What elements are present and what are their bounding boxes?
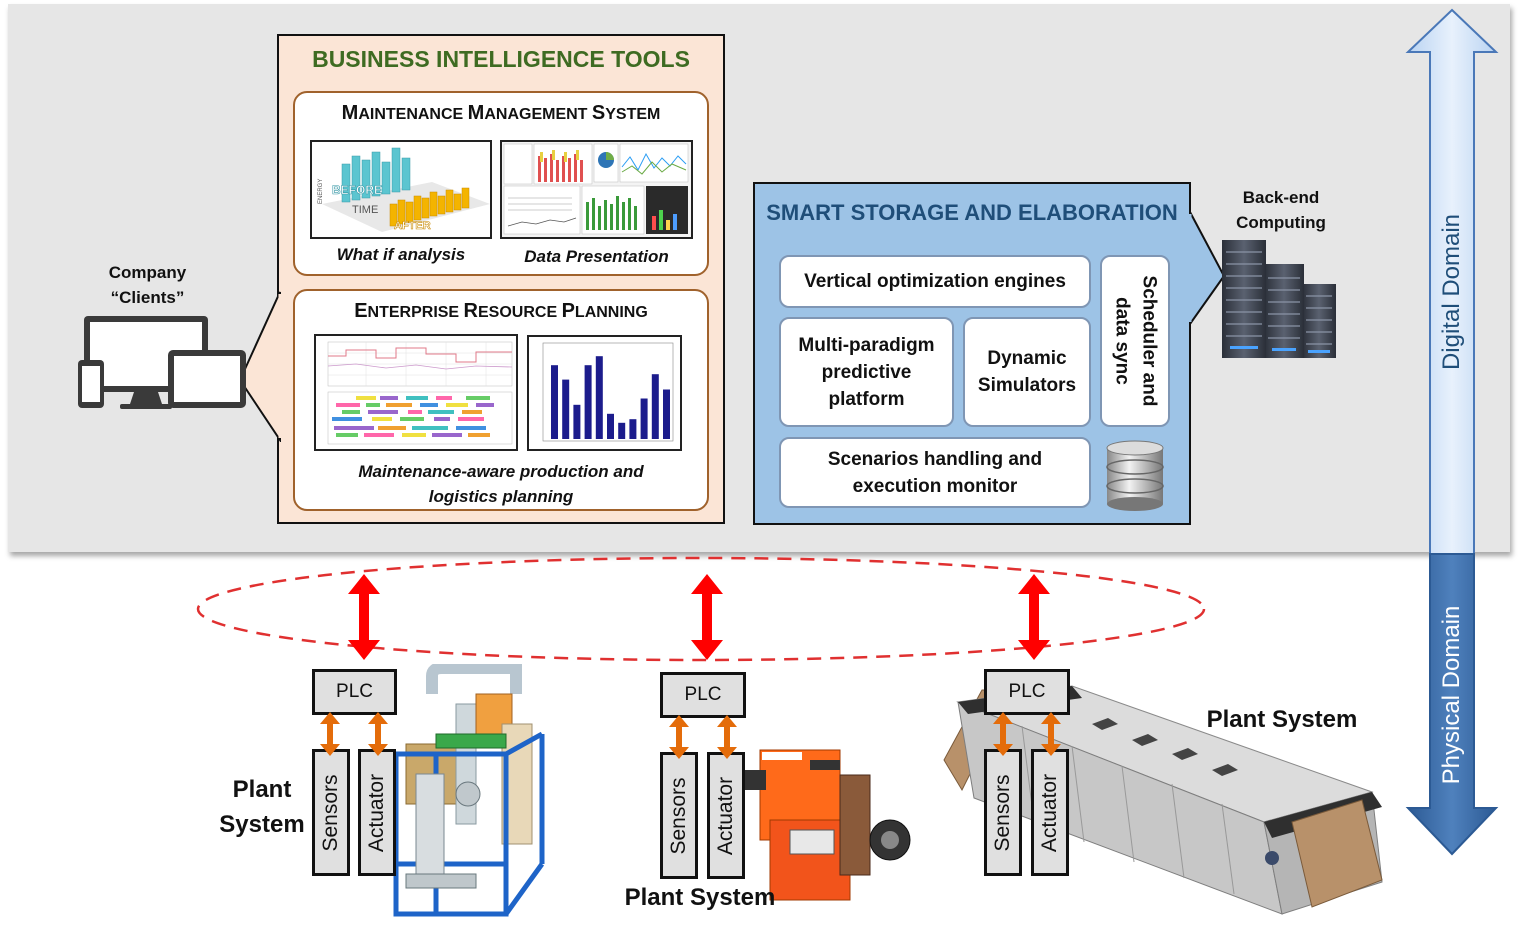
svg-text:BEFORE: BEFORE [332, 183, 382, 197]
plant-system-center-label: Plant System [624, 884, 776, 911]
actuator-left: Actuator [358, 749, 396, 876]
svg-text:ENERGY: ENERGY [318, 179, 324, 204]
plant-system-right-label: Plant System [1206, 706, 1358, 733]
link-arrow-center [691, 574, 723, 660]
erp-bar [584, 365, 592, 439]
erp-bar [573, 404, 581, 439]
erp-bar [640, 398, 648, 439]
client-devices-icon [78, 316, 246, 409]
plant-system-left-label: Plant System [219, 776, 305, 838]
left-plant-machine [393, 664, 545, 917]
production-planning-gantt-image [314, 334, 518, 451]
backend-callout-pointer [1188, 211, 1226, 328]
link-arrow-right [1018, 574, 1050, 660]
erp-bar [551, 365, 558, 439]
center-plant-burner [740, 749, 911, 901]
sensors-left: Sensors [312, 749, 350, 876]
what-if-analysis-image: BEFORE TIME AFTER ENERGY [310, 140, 492, 239]
erp-bar [595, 356, 603, 439]
plc-center: PLC [660, 672, 746, 718]
backend-computing-label: Back-end Computing [1236, 188, 1326, 232]
plc-left: PLC [312, 669, 397, 715]
link-arrow-left [348, 574, 380, 660]
enterprise-resource-planning-title: ENTERPRISE RESOURCE PLANNING [354, 300, 648, 322]
database-icon [1106, 440, 1164, 511]
svg-text:AFTER: AFTER [394, 220, 431, 232]
server-rack-icon [1222, 240, 1336, 358]
business-intelligence-title: BUSINESS INTELLIGENCE TOOLS [312, 46, 690, 72]
digital-domain-label: Digital Domain [1438, 213, 1465, 371]
io-arrows-center [669, 715, 737, 759]
svg-text:TIME: TIME [352, 204, 378, 216]
erp-bar [607, 413, 614, 439]
erp-bar [651, 374, 659, 439]
erp-bar [618, 422, 626, 439]
data-presentation-image [500, 140, 693, 239]
vertical-optimization-engines: Vertical optimization engines [779, 255, 1091, 308]
erp-bar [562, 379, 570, 439]
maintenance-management-system-title: MAINTENANCE MANAGEMENT SYSTEM [341, 102, 661, 124]
communication-ring [196, 556, 1206, 662]
smart-storage-title: SMART STORAGE AND ELABORATION [766, 200, 1178, 225]
io-arrows-left [320, 712, 388, 756]
erp-bar [629, 419, 637, 439]
company-clients-label: Company “Clients” [108, 263, 187, 307]
production-logistics-caption: Maintenance-aware production and logisti… [358, 462, 644, 506]
sensors-center: Sensors [660, 752, 698, 879]
actuator-center: Actuator [707, 752, 745, 879]
domain-double-arrow [1405, 8, 1499, 856]
actuator-right: Actuator [1031, 749, 1069, 876]
physical-domain-label: Physical Domain [1438, 605, 1465, 785]
what-if-analysis-caption: What if analysis [336, 245, 466, 264]
data-presentation-caption: Data Presentation [524, 247, 669, 266]
erp-bar [663, 389, 670, 439]
io-arrows-right [993, 712, 1061, 756]
sensors-right: Sensors [984, 749, 1022, 876]
plc-right: PLC [984, 669, 1070, 715]
clients-callout-pointer [238, 291, 282, 442]
planning-bar-chart-image [527, 335, 682, 451]
